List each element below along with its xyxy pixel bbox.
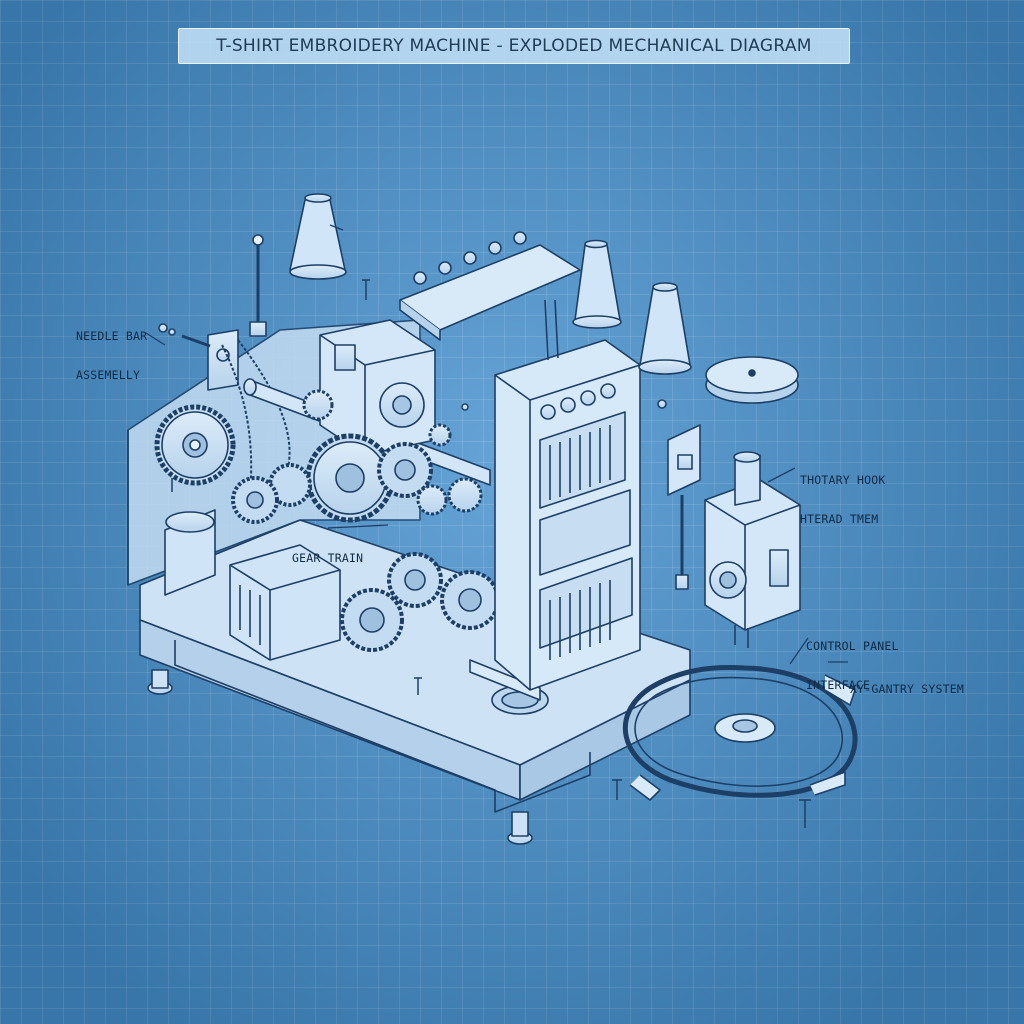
main-motor [319,319,436,456]
center-gear-cluster [231,389,483,524]
title-banner: T-SHIRT EMBROIDERY MACHINE - EXPLODED ME… [178,28,850,64]
callout-rotary-hook: THOTARY HOOK HTERAD TMEM [800,448,885,552]
left-drive-gear [154,404,236,486]
lower-servo-motor [164,509,404,661]
thread-cone-right [638,282,692,375]
leader-lines [145,224,848,665]
callout-rotary-hook-line1: THOTARY HOOK [800,473,886,487]
hoop-ring [622,665,858,801]
callout-rotary-hook-line2: HTERAD TMEM [800,512,879,526]
callout-xy-gantry: XY-GANTRY SYSTEM [850,657,964,722]
loose-screws [171,279,811,828]
diagram-title: T-SHIRT EMBROIDERY MACHINE - EXPLODED ME… [216,36,812,56]
callout-control-panel-line2: INTERFACE [806,678,871,692]
rotary-hook-unit [704,451,801,648]
callout-control-panel: CONTROL PANEL INTERFACE [806,614,899,718]
thread-tension-rack [399,231,581,341]
multi-needle-head [494,299,641,691]
hoop-center-ring [714,713,776,743]
thread-cone-left [289,193,347,280]
callout-needle-bar-line1: NEEDLE BAR [76,329,148,343]
callout-gear-train: GEAR TRAIN [292,526,363,591]
callout-control-panel-line1: CONTROL PANEL [806,639,899,653]
callout-needle-bar: NEEDLE BAR ASSEMELLY [76,304,147,408]
needle-bar-rod [158,234,267,391]
thread-cone-mid [572,239,622,329]
callout-xy-gantry-text: XY-GANTRY SYSTEM [850,682,964,696]
callout-gear-train-text: GEAR TRAIN [292,551,364,565]
callout-needle-bar-line2: ASSEMELLY [76,368,141,382]
mount-bracket [657,399,701,590]
bobbin-disc [705,356,799,404]
lower-gear-pair [387,552,500,630]
